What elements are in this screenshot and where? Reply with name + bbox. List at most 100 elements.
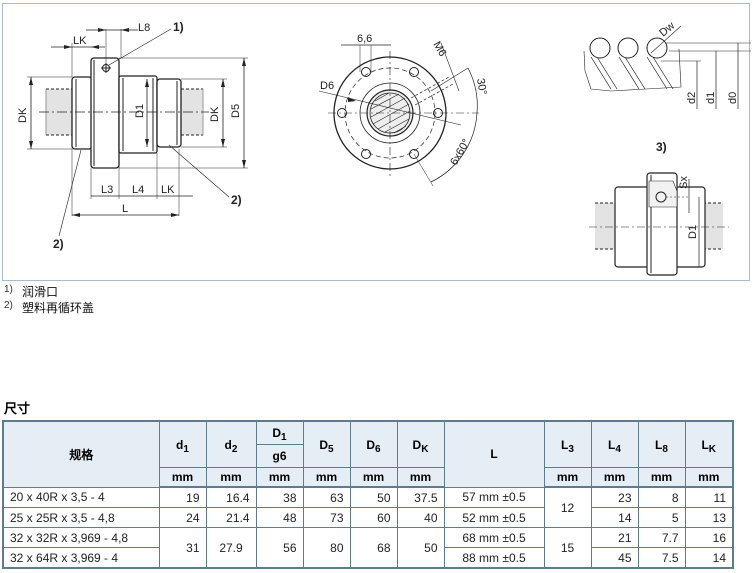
cell-d2: 16.4 — [205, 486, 257, 508]
cell-D6: 50 — [349, 486, 398, 508]
cell-spec: 32 x 32R x 3,969 - 4,8 — [2, 527, 160, 548]
footnote-marker: 1) — [4, 284, 13, 295]
cell-d2: 27.9 — [205, 527, 257, 569]
note-2-left-marker: 2) — [53, 237, 64, 251]
cell-L4: 21 — [590, 527, 639, 548]
cell-D6: 68 — [349, 527, 398, 569]
header-LK: LK — [684, 420, 734, 468]
label-d1: D1 — [134, 104, 146, 118]
footnote-marker: 2) — [4, 300, 13, 311]
label-l: L — [122, 203, 128, 215]
cell-LK: 14 — [684, 547, 734, 569]
label-d0-small: d0 — [727, 92, 739, 104]
table-row: 32 x 64R x 3,969 - 4 88 mm ±0.5 45 7.5 1… — [2, 547, 734, 569]
cell-L3: 15 — [543, 527, 592, 569]
unit-LK: mm — [684, 467, 734, 488]
table-row: 25 x 25R x 3,5 - 4,8 24 21.4 48 73 60 40… — [2, 507, 734, 528]
cell-L8: 5 — [637, 507, 686, 528]
label-d1-small: d1 — [705, 92, 717, 104]
cell-L8: 7.5 — [637, 547, 686, 569]
cell-L4: 23 — [590, 486, 639, 508]
unit-L8: mm — [637, 467, 686, 488]
ball-detail-labels: Dw d2 d1 d0 3) — [656, 20, 739, 154]
table-row: 32 x 32R x 3,969 - 4,8 31 27.9 56 80 68 … — [2, 527, 734, 569]
table-row: 20 x 40R x 3,5 - 4 19 16.4 38 63 50 37.5… — [2, 486, 734, 528]
cell-L4: 45 — [590, 547, 639, 569]
lube-port-detail-labels: Sx D1 — [678, 176, 699, 239]
unit-D6: mm — [349, 467, 398, 488]
header-D5: D5 — [302, 420, 351, 468]
label-dw: Dw — [657, 20, 677, 39]
cell-LK: 16 — [684, 527, 734, 548]
cell-d1: 24 — [158, 507, 207, 528]
cell-d1: 19 — [158, 486, 207, 508]
cell-spec: 25 x 25R x 3,5 - 4,8 — [2, 507, 160, 528]
unit-D1: mm — [255, 467, 304, 488]
header-L8: L8 — [637, 420, 686, 468]
header-D1: D1 — [255, 420, 304, 445]
header-DK: DK — [396, 420, 445, 468]
technical-drawing-panel: L8 LK 1) DK D1 DK D5 L3 L4 LK L 2) 2) — [2, 3, 751, 281]
label-d2-small: d2 — [686, 92, 698, 104]
label-hole-diameter: 6,6 — [357, 33, 372, 45]
table-tolerance-row: g6 — [3, 444, 733, 468]
cell-L: 68 mm ±0.5 — [443, 527, 545, 548]
label-d6: D6 — [320, 80, 334, 92]
section-title-dimensions: 尺寸 — [4, 401, 31, 416]
label-pitch-6x60: 6x60° — [448, 137, 473, 167]
cell-L8: 8 — [637, 486, 686, 508]
technical-drawings: L8 LK 1) DK D1 DK D5 L3 L4 LK L 2) 2) — [17, 20, 751, 276]
note-2-right-marker: 2) — [231, 193, 242, 207]
header-d1: d1 — [158, 420, 207, 468]
cell-DK: 37.5 — [396, 486, 445, 508]
ball-detail-drawing — [583, 25, 751, 109]
unit-L4: mm — [590, 467, 639, 488]
header-spec: 规格 — [2, 420, 160, 488]
label-D1-detail: D1 — [687, 225, 699, 239]
header-D6: D6 — [349, 420, 398, 468]
footnotes: 1) 润滑口 2) 塑料再循环盖 — [4, 284, 94, 316]
side-view-labels: L8 LK 1) DK D1 DK D5 L3 L4 LK L 2) 2) — [17, 20, 242, 251]
cell-DK: 40 — [396, 507, 445, 528]
label-l3: L3 — [101, 184, 113, 196]
cell-d1: 31 — [158, 527, 207, 569]
cell-L: 88 mm ±0.5 — [443, 547, 545, 569]
cell-DK: 50 — [396, 527, 445, 569]
unit-d2: mm — [205, 467, 257, 488]
label-angle-30: 30° — [474, 77, 489, 95]
footnote-text: 润滑口 — [22, 285, 59, 299]
footnote-text: 塑料再循环盖 — [22, 301, 95, 315]
unit-DK: mm — [396, 467, 445, 488]
unit-L3: mm — [543, 467, 592, 488]
cell-d2: 21.4 — [205, 507, 257, 528]
header-L4: L4 — [590, 420, 639, 468]
label-dk-right: DK — [209, 106, 221, 122]
cell-D6: 60 — [349, 507, 398, 528]
cell-L3: 12 — [543, 486, 592, 528]
dimensions-table: 规格 d1 d2 D1 D5 D6 DK L L3 L4 L8 LK g6 mm… — [2, 420, 734, 569]
label-l4: L4 — [132, 184, 144, 196]
cell-L: 52 mm ±0.5 — [443, 507, 545, 528]
cell-LK: 13 — [684, 507, 734, 528]
cell-D5: 73 — [302, 507, 351, 528]
unit-d1: mm — [158, 467, 207, 488]
cell-L: 57 mm ±0.5 — [443, 486, 545, 508]
label-sx: Sx — [678, 176, 690, 189]
header-L3: L3 — [543, 420, 592, 468]
note-1-marker: 1) — [173, 20, 184, 34]
cell-D5: 80 — [302, 527, 351, 569]
note-3-marker: 3) — [656, 140, 667, 154]
cell-D1: 38 — [255, 486, 304, 508]
cell-D1: 48 — [255, 507, 304, 528]
label-dk-left: DK — [17, 107, 29, 123]
label-lk-bottom: LK — [161, 184, 175, 196]
cell-spec: 32 x 64R x 3,969 - 4 — [2, 547, 160, 569]
unit-D5: mm — [302, 467, 351, 488]
cell-L8: 7.7 — [637, 527, 686, 548]
header-D1-tolerance: g6 — [255, 444, 304, 468]
label-d5: D5 — [230, 104, 242, 118]
table-unit-row: mm mm mm mm mm mm mm mm mm mm — [3, 467, 734, 488]
header-d2: d2 — [205, 420, 257, 468]
footnote-1: 1) 润滑口 — [4, 284, 94, 300]
cell-D5: 63 — [302, 486, 351, 508]
